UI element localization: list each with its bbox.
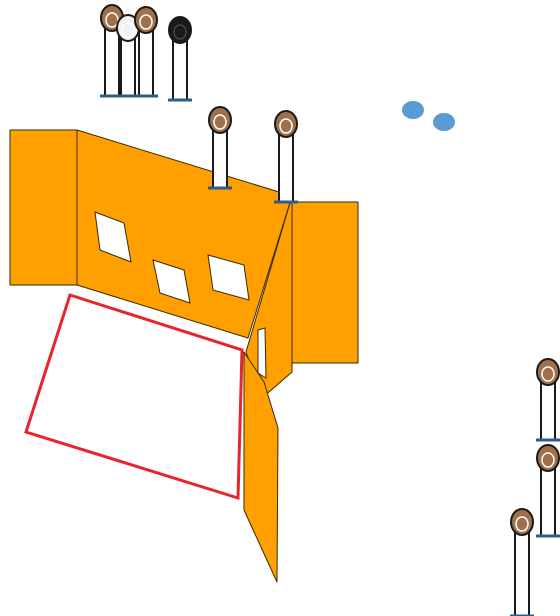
- figure-body: [104, 25, 120, 97]
- figure-face: [515, 516, 529, 532]
- figure-body: [212, 127, 228, 189]
- building-open-door: [243, 351, 279, 583]
- figure-face: [105, 12, 119, 28]
- building-window: [152, 259, 191, 304]
- standing-figure: [134, 6, 158, 98]
- figure-body: [278, 131, 294, 203]
- figure-body: [540, 465, 556, 537]
- figure-face: [541, 452, 555, 468]
- figure-face: [279, 118, 293, 134]
- figure-face: [173, 24, 187, 40]
- markers-group: [402, 101, 455, 131]
- figure-body: [514, 529, 530, 616]
- standing-figure: [536, 444, 560, 538]
- figure-face: [121, 22, 135, 38]
- figure-face: [213, 114, 227, 130]
- figure-body: [138, 27, 154, 97]
- building-left-wing: [9, 129, 78, 286]
- figure-body: [172, 37, 188, 101]
- building-window: [207, 254, 250, 301]
- standing-figure: [116, 14, 140, 98]
- building-window: [94, 211, 132, 263]
- standing-figure: [510, 508, 534, 616]
- building: [9, 129, 359, 583]
- building-window: [257, 327, 267, 379]
- blue-marker: [402, 101, 424, 119]
- blue-marker: [433, 113, 455, 131]
- standing-figure: [168, 16, 192, 102]
- standing-figure: [536, 358, 560, 442]
- figure-body: [540, 379, 556, 441]
- figure-face: [541, 366, 555, 382]
- highlight-region: [24, 293, 244, 501]
- building-right-wing: [289, 201, 359, 364]
- standing-figure: [208, 106, 232, 190]
- figures-group: [100, 4, 560, 616]
- figure-face: [139, 14, 153, 30]
- standing-figure: [274, 110, 298, 204]
- figure-body: [120, 35, 136, 97]
